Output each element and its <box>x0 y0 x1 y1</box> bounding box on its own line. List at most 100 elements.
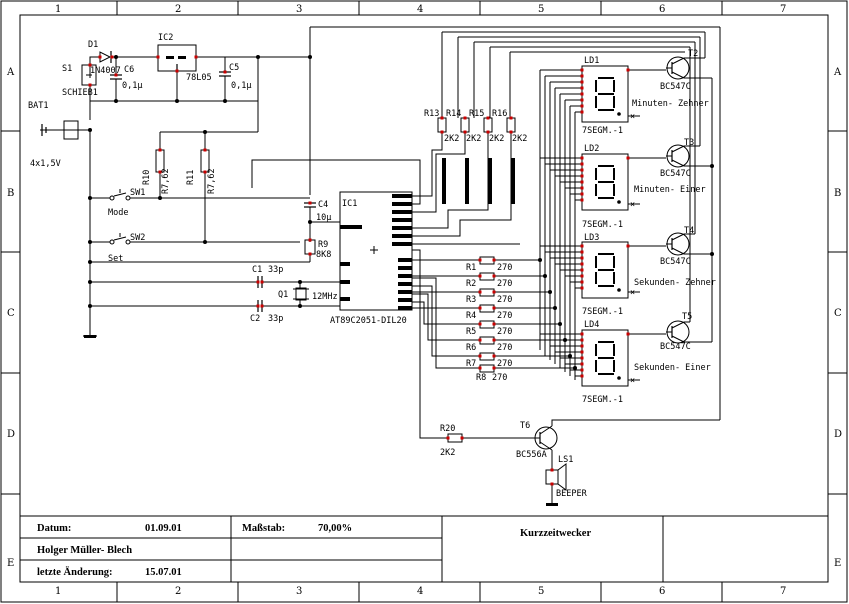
d1-ref: D1 <box>88 40 98 50</box>
pin-marker <box>580 74 584 78</box>
r6-value: 270 <box>497 343 512 353</box>
t5-ref: T5 <box>682 312 692 322</box>
battery-bat1: BAT1 4x1,5V <box>28 101 91 335</box>
pin-marker <box>626 244 630 248</box>
pin-marker <box>580 356 584 360</box>
pin-marker <box>626 68 630 72</box>
capacitor-c1: C1 33p <box>90 265 340 288</box>
ls1-value: BEEPER <box>556 489 588 499</box>
r4-value: 270 <box>497 311 512 321</box>
row-label-right: A <box>833 67 842 78</box>
pin-marker <box>478 354 482 358</box>
title-block: Datum: 01.09.01 Maßstab: 70,00% Holger M… <box>19 515 829 583</box>
col-label-top: 5 <box>538 4 544 15</box>
pin-marker <box>158 148 162 152</box>
column-labels: 1 2 3 4 5 6 7 1 2 3 4 5 6 7 <box>55 4 786 597</box>
pin-marker <box>580 198 584 202</box>
pin-marker <box>256 280 260 284</box>
display-ld3: LD3 7SEGM.-1 Sekunden- Zehner T4 BC547C … <box>540 42 716 317</box>
pin-marker <box>509 130 513 134</box>
t6-ref: T6 <box>520 421 530 431</box>
pin-marker <box>478 306 482 310</box>
pin-marker <box>463 116 467 120</box>
d1-value: 1N4007 <box>90 66 121 76</box>
drawing-title: Kurzzeitwecker <box>520 528 591 539</box>
col-label-top: 7 <box>780 4 786 15</box>
row-label-left: A <box>6 67 15 78</box>
pin-marker <box>88 63 92 67</box>
row-label-right: C <box>834 308 842 319</box>
segment-resistors: R1 270 R2 270 R3 270 R4 270 <box>412 70 577 383</box>
pin-marker <box>580 262 584 266</box>
pin-marker <box>203 170 207 174</box>
c1-value: 33p <box>268 265 283 275</box>
pin-marker <box>158 170 162 174</box>
last-change-label: letzte Änderung: <box>37 565 113 578</box>
nc-mark-icon: × <box>630 376 635 386</box>
c2-ref: C2 <box>250 314 260 324</box>
bat1-ref: BAT1 <box>28 101 48 111</box>
pin-marker <box>492 274 496 278</box>
ld4-type: 7SEGM.-1 <box>582 395 623 405</box>
resistor-r9: R9 8K8 <box>304 239 331 260</box>
ld1-type: 7SEGM.-1 <box>582 126 623 136</box>
col-label-top: 1 <box>55 4 61 15</box>
nc-mark-icon: × <box>630 112 635 122</box>
r1-ref: R1 <box>466 263 476 273</box>
pin-marker <box>580 332 584 336</box>
r20-ref: R20 <box>440 424 455 434</box>
pin-marker <box>203 148 207 152</box>
r3-ref: R3 <box>466 295 476 305</box>
r9-ref: R9 <box>318 240 328 250</box>
pin-marker <box>88 83 92 87</box>
pin-marker <box>492 306 496 310</box>
ld1-ref: LD1 <box>584 56 599 66</box>
t4-ref: T4 <box>684 226 694 236</box>
resistor-r1: R1 270 <box>412 256 540 273</box>
r14-ref: R14 <box>446 109 461 119</box>
ld4-label: Sekunden- Einer <box>634 363 711 373</box>
pin-marker <box>580 368 584 372</box>
sw2-ref: SW2 <box>130 233 145 243</box>
date-label: Datum: <box>37 523 71 534</box>
pin-marker <box>260 280 264 284</box>
t6-value: BC556A <box>516 450 547 460</box>
resistor-r10: R10 R7,62 <box>142 132 171 198</box>
pin-marker <box>580 156 584 160</box>
pin-marker <box>580 168 584 172</box>
ic1-pins-right <box>392 194 412 310</box>
pin-marker <box>446 436 450 440</box>
pin-marker <box>580 110 584 114</box>
pin-marker <box>260 304 264 308</box>
row-label-left: E <box>7 558 14 569</box>
pin-marker <box>460 436 464 440</box>
capacitor-c5: C5 0,1µ <box>219 57 251 101</box>
nc-mark-icon: × <box>630 288 635 298</box>
ic1-ref: IC1 <box>342 199 357 209</box>
t2-value: BC547C <box>660 82 691 92</box>
author-name: Holger Müller- Blech <box>37 545 132 556</box>
pin-marker <box>223 70 227 74</box>
capacitor-c4: C4 10µ <box>304 200 331 242</box>
date-value: 01.09.01 <box>145 523 182 534</box>
col-label-top: 2 <box>175 4 181 15</box>
q1-ref: Q1 <box>278 290 288 300</box>
pin-marker <box>580 186 584 190</box>
pin-marker <box>580 174 584 178</box>
pin-marker <box>256 304 260 308</box>
ls1-ref: LS1 <box>558 455 573 465</box>
pin-marker <box>308 252 312 256</box>
pin-marker <box>440 116 444 120</box>
pin-marker <box>626 332 630 336</box>
c4-value: 10µ <box>316 213 331 223</box>
pin-marker <box>194 55 198 59</box>
c4-ref: C4 <box>318 200 328 210</box>
r7-value: 270 <box>497 359 512 369</box>
pin-marker <box>580 268 584 272</box>
r15-ref: R15 <box>469 109 484 119</box>
r6-ref: R6 <box>466 343 476 353</box>
c2-value: 33p <box>268 314 283 324</box>
pin-marker <box>463 130 467 134</box>
s1-value: SCHIEB1 <box>62 88 98 98</box>
